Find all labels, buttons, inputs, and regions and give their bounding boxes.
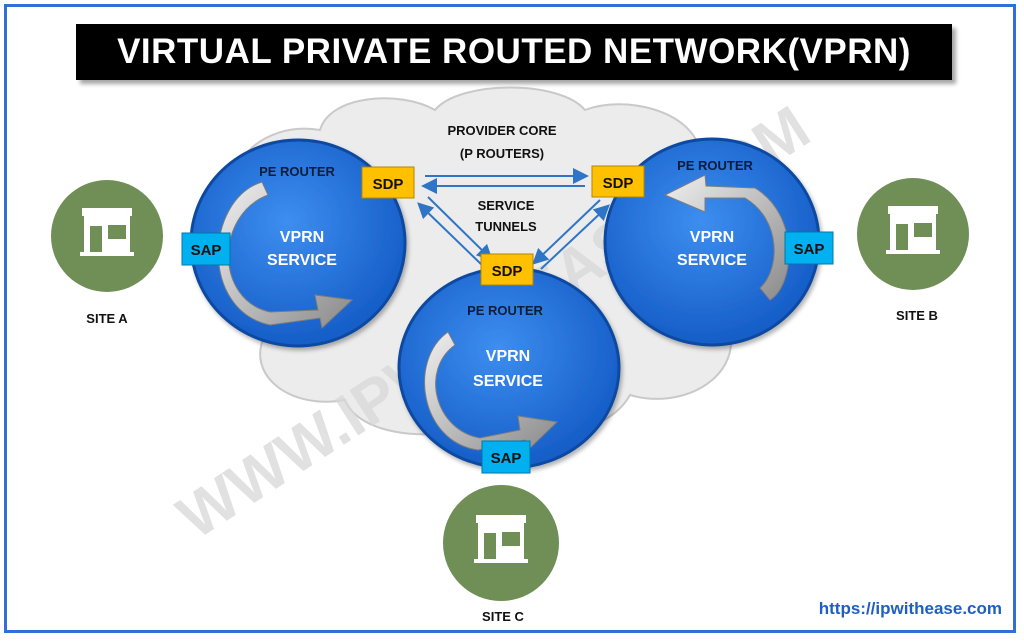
sdp-box-left: SDP bbox=[361, 166, 415, 199]
service-label: SERVICE bbox=[677, 252, 747, 269]
page-title: VIRTUAL PRIVATE ROUTED NETWORK(VPRN) bbox=[117, 32, 911, 71]
sdp-label: SDP bbox=[492, 263, 523, 280]
service-label: SERVICE bbox=[473, 373, 543, 390]
website-url[interactable]: https://ipwithease.com bbox=[818, 599, 1002, 618]
site-c: SITE C bbox=[443, 485, 559, 624]
vprn-label: VPRN bbox=[280, 229, 324, 246]
service-tunnels bbox=[417, 168, 610, 270]
curved-arrow-icon bbox=[663, 174, 790, 301]
sap-box-left: SAP bbox=[181, 232, 231, 266]
vprn-label: VPRN bbox=[486, 348, 530, 365]
site-label: SITE A bbox=[86, 311, 128, 326]
sdp-label: SDP bbox=[603, 175, 634, 192]
store-icon bbox=[80, 208, 134, 256]
tunnels-label: TUNNELS bbox=[475, 219, 537, 234]
p-routers-label: (P ROUTERS) bbox=[460, 146, 544, 161]
sap-box-bottom: SAP bbox=[481, 440, 531, 474]
outer-frame bbox=[4, 4, 1016, 633]
store-icon bbox=[886, 206, 940, 254]
store-icon bbox=[474, 515, 528, 563]
site-b: SITE B bbox=[857, 178, 969, 323]
sdp-box-bottom: SDP bbox=[480, 253, 534, 286]
service-label: SERVICE bbox=[267, 252, 337, 269]
vprn-label: VPRN bbox=[690, 229, 734, 246]
sap-label: SAP bbox=[191, 242, 222, 259]
title-bar: VIRTUAL PRIVATE ROUTED NETWORK(VPRN) bbox=[76, 24, 952, 80]
service-tunnels-label: SERVICE bbox=[478, 198, 535, 213]
site-label: SITE B bbox=[896, 308, 938, 323]
pe-router-label: PE ROUTER bbox=[259, 164, 335, 179]
site-a: SITE A bbox=[51, 180, 163, 326]
sap-box-right: SAP bbox=[784, 231, 834, 265]
sap-label: SAP bbox=[794, 241, 825, 258]
site-label: SITE C bbox=[482, 609, 525, 624]
sdp-label: SDP bbox=[373, 176, 404, 193]
pe-router-label: PE ROUTER bbox=[677, 158, 753, 173]
sap-label: SAP bbox=[491, 450, 522, 467]
pe-router-label: PE ROUTER bbox=[467, 303, 543, 318]
provider-core-label: PROVIDER CORE bbox=[447, 123, 556, 138]
sdp-box-right: SDP bbox=[591, 165, 645, 198]
